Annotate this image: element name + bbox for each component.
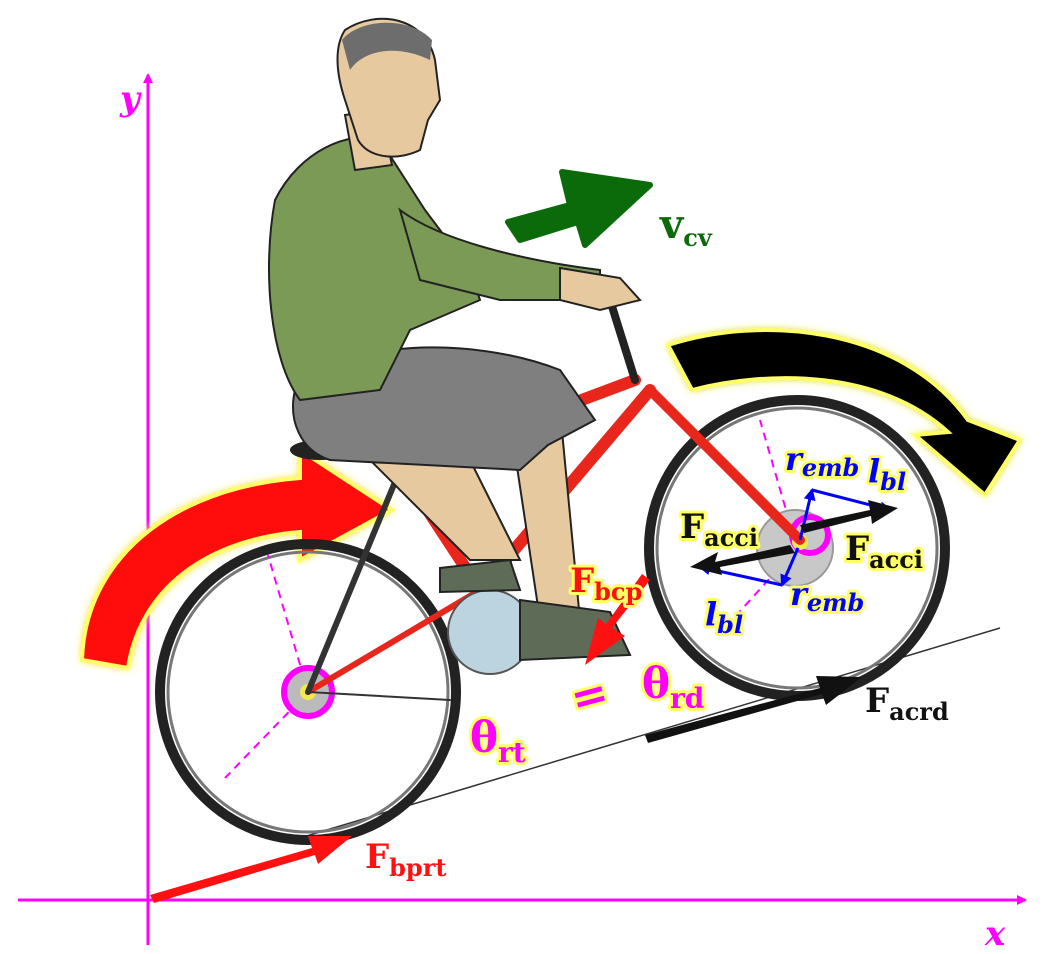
label-theta-rt: θrt (470, 713, 526, 769)
label-l-bl-top: lbl (868, 452, 906, 496)
label-f-acci-right: Facci (845, 529, 923, 574)
f-bprt-arrow (150, 836, 352, 903)
label-f-bprt: Fbprt (365, 837, 446, 882)
label-equals: = (565, 667, 614, 726)
label-f-bcp: Fbcp (570, 561, 642, 606)
y-axis-label: y (119, 79, 142, 119)
label-f-acrd: Facrd (865, 681, 949, 726)
x-axis-label: x (984, 914, 1006, 954)
label-f-acci-left: Facci (680, 507, 758, 552)
velocity-arrow (508, 172, 650, 245)
label-theta-rd: θrd (642, 659, 704, 715)
label-l-bl-bottom: lbl (705, 595, 743, 639)
label-r-emb-top: remb (785, 440, 859, 482)
label-v-cv: vcv (659, 201, 713, 252)
label-r-emb-bottom: remb (790, 575, 864, 617)
